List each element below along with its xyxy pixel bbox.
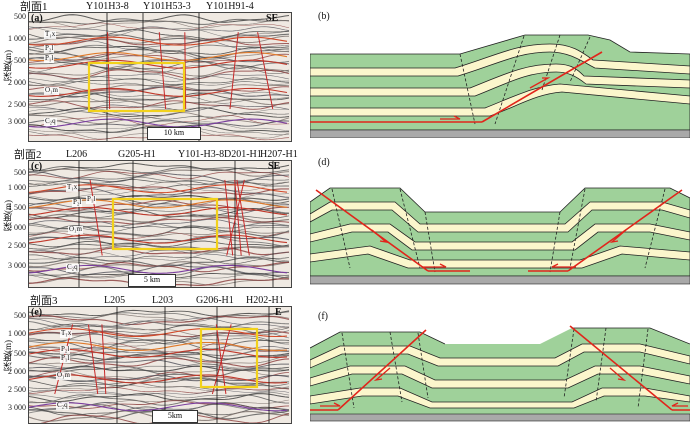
panel-e-depth-tick-2: 1 000 [8, 329, 26, 338]
panel-e-horizon-5: C₂q [56, 401, 69, 410]
panel-c-depth-tick-5: 2 500 [8, 241, 26, 250]
panel-a-horizon-2: P₂l [44, 44, 55, 53]
panel-c-tag: (c) [31, 161, 43, 172]
panel-a-horizon-1: T₁x [44, 30, 57, 39]
cartoon-d-conjugate-thrusts [310, 187, 690, 285]
panel-a-well-1: Y101H3-8 [86, 1, 129, 12]
panel-e-horizon-2: P₂l [60, 345, 71, 354]
panel-c-well-2: G205-H1 [118, 149, 156, 160]
panel-f-tag: (f) [318, 311, 328, 322]
panel-c-depth-tick-1: 500 [14, 168, 26, 177]
panel-a-depth-tick-2: 1 000 [8, 34, 26, 43]
panel-e-depth-tick-5: 2 500 [8, 385, 26, 394]
panel-e-horizon-4: O₁m [56, 371, 71, 380]
cartoon-f-wide-conjugate-thrusts [310, 325, 690, 422]
panel-a-depth-tick-6: 3 000 [8, 117, 26, 126]
panel-a-tag: (a) [31, 13, 43, 24]
panel-c-depth-tick-6: 3 000 [8, 261, 26, 270]
panel-a-depth-tick-1: 500 [14, 12, 26, 21]
panel-c-well-1: L206 [66, 149, 88, 160]
panel-c-well-3: Y101-H3-8 [178, 149, 225, 160]
panel-a-depth-tick-5: 2 500 [8, 100, 26, 109]
panel-a-horizon-5: C₂q [44, 117, 57, 126]
panel-a-well-3: Y101H91-4 [206, 1, 254, 12]
panel-c-horizon-4: O₁m [68, 225, 83, 234]
panel-e-horizon-1: T₁x [60, 329, 73, 338]
panel-e-depth-tick-3: 1 500 [8, 349, 26, 358]
panel-a-horizon-4: O₁m [44, 86, 59, 95]
panel-c-horizon-1: T₁x [66, 183, 79, 192]
seismic-section-a [28, 12, 292, 142]
panel-c-horizon-3: P₁l [86, 195, 97, 204]
panel-a-direction: SE [266, 13, 279, 24]
panel-e-well-1: L205 [104, 295, 126, 306]
panel-a-depth-tick-4: 2 000 [8, 78, 26, 87]
panel-a-depth-tick-3: 1 500 [8, 56, 26, 65]
panel-e-depth-tick-6: 3 000 [8, 403, 26, 412]
panel-c-well-4: D201-H1 [224, 149, 262, 160]
panel-c-depth-tick-3: 1 500 [8, 203, 26, 212]
panel-e-section-title: 剖面3 [30, 295, 58, 307]
panel-e-well-4: H202-H1 [246, 295, 284, 306]
panel-c-section-title: 剖面2 [14, 149, 42, 161]
panel-c-scale-bar: 5 km [128, 274, 176, 287]
panel-a-horizon-3: P₁l [44, 54, 55, 63]
panel-e-depth-tick-1: 500 [14, 311, 26, 320]
panel-c-well-5: H207-H1 [260, 149, 298, 160]
panel-c-horizon-5: C₂q [66, 263, 79, 272]
panel-c-direction: SE [268, 161, 281, 172]
panel-c-horizon-2: P₂l [72, 198, 83, 207]
panel-e-direction: E [275, 307, 282, 318]
panel-a-well-2: Y101H53-3 [143, 1, 191, 12]
panel-e-depth-tick-4: 2 000 [8, 367, 26, 376]
cartoon-b-thrust-fold [310, 34, 690, 138]
panel-a-section-title: 剖面1 [20, 1, 48, 13]
panel-e-horizon-3: P₁l [60, 354, 71, 363]
panel-e-tag: (e) [31, 307, 43, 318]
seismic-section-e [28, 306, 292, 424]
panel-c-depth-tick-2: 1 000 [8, 183, 26, 192]
panel-a-depth-label: 深度(m) [3, 50, 13, 81]
panel-c-depth-tick-4: 2 000 [8, 223, 26, 232]
panel-a-scale-bar: 10 km [147, 127, 201, 140]
panel-b-tag: (b) [318, 11, 330, 22]
panel-d-tag: (d) [318, 157, 330, 168]
panel-e-scale-bar: 5km [152, 410, 198, 423]
panel-e-well-2: L203 [152, 295, 174, 306]
panel-e-well-3: G206-H1 [196, 295, 234, 306]
